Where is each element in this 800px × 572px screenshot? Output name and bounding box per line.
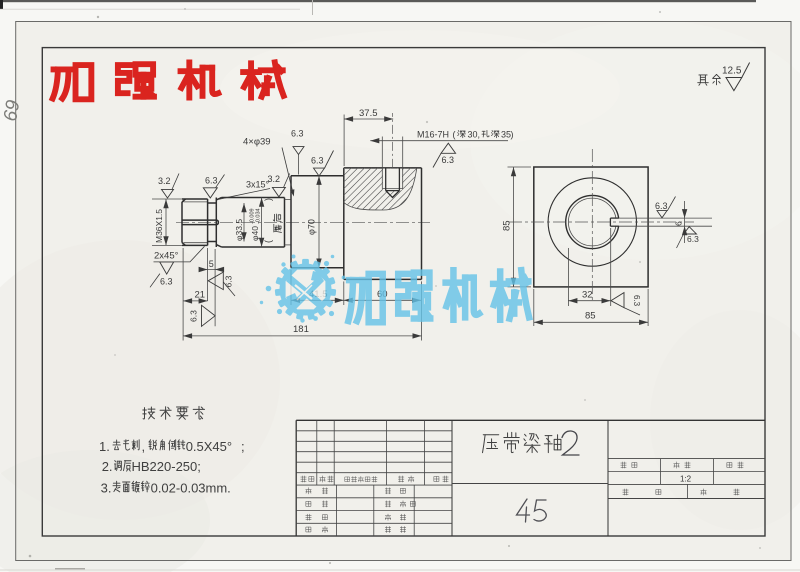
svg-text:1:2: 1:2 (680, 475, 692, 484)
svg-text:2x45°: 2x45° (154, 250, 179, 261)
svg-text:;: ; (241, 439, 245, 454)
svg-text:6.3: 6.3 (442, 155, 455, 165)
svg-text:6.3: 6.3 (189, 310, 199, 322)
svg-text:-0.009: -0.009 (250, 208, 256, 224)
svg-text:φ70: φ70 (307, 219, 317, 235)
svg-text:): ) (511, 130, 514, 140)
svg-text:3x15°: 3x15° (246, 180, 270, 190)
svg-text:181: 181 (293, 324, 309, 335)
svg-text:32: 32 (582, 290, 593, 301)
svg-text:(: ( (263, 240, 273, 243)
svg-text:-0.034: -0.034 (256, 208, 262, 224)
svg-text:6.3: 6.3 (687, 234, 699, 244)
svg-text:φ40: φ40 (250, 226, 260, 241)
svg-text:12.5: 12.5 (722, 66, 742, 77)
svg-text:30,: 30, (468, 130, 481, 140)
svg-text:21: 21 (195, 290, 206, 301)
svg-text:6: 6 (674, 221, 684, 226)
svg-text:,: , (142, 439, 146, 454)
svg-text:4×φ39: 4×φ39 (243, 137, 271, 148)
svg-text:5: 5 (209, 259, 214, 269)
svg-text:3.2: 3.2 (268, 174, 281, 184)
svg-text:6.3: 6.3 (655, 201, 668, 211)
svg-text:0.5X45°: 0.5X45° (186, 439, 232, 454)
svg-text:6.3: 6.3 (311, 156, 324, 166)
svg-text:85: 85 (585, 311, 596, 322)
svg-text:M36X1.5: M36X1.5 (154, 209, 164, 243)
svg-text:1.: 1. (99, 439, 110, 454)
svg-text:3.2: 3.2 (158, 176, 171, 186)
svg-text:69: 69 (0, 98, 24, 123)
svg-text:35: 35 (501, 130, 511, 140)
svg-text:85: 85 (502, 220, 513, 231)
svg-text:6.3: 6.3 (291, 129, 304, 139)
svg-text:0.02-0.03mm.: 0.02-0.03mm. (151, 481, 231, 496)
svg-text:φ33.5: φ33.5 (234, 219, 244, 241)
svg-text:37.5: 37.5 (359, 108, 378, 119)
svg-text:2.: 2. (102, 459, 113, 474)
svg-text:6.3: 6.3 (224, 275, 234, 287)
svg-text:6.3: 6.3 (205, 176, 218, 186)
svg-text:): ) (263, 198, 273, 201)
svg-text:3.: 3. (101, 481, 112, 496)
svg-text:(: ( (453, 130, 456, 140)
svg-text:6.3: 6.3 (632, 295, 641, 307)
svg-text:HB220-250;: HB220-250; (132, 459, 201, 474)
svg-text:6.3: 6.3 (160, 277, 173, 287)
svg-text:M16-7H: M16-7H (417, 130, 449, 140)
